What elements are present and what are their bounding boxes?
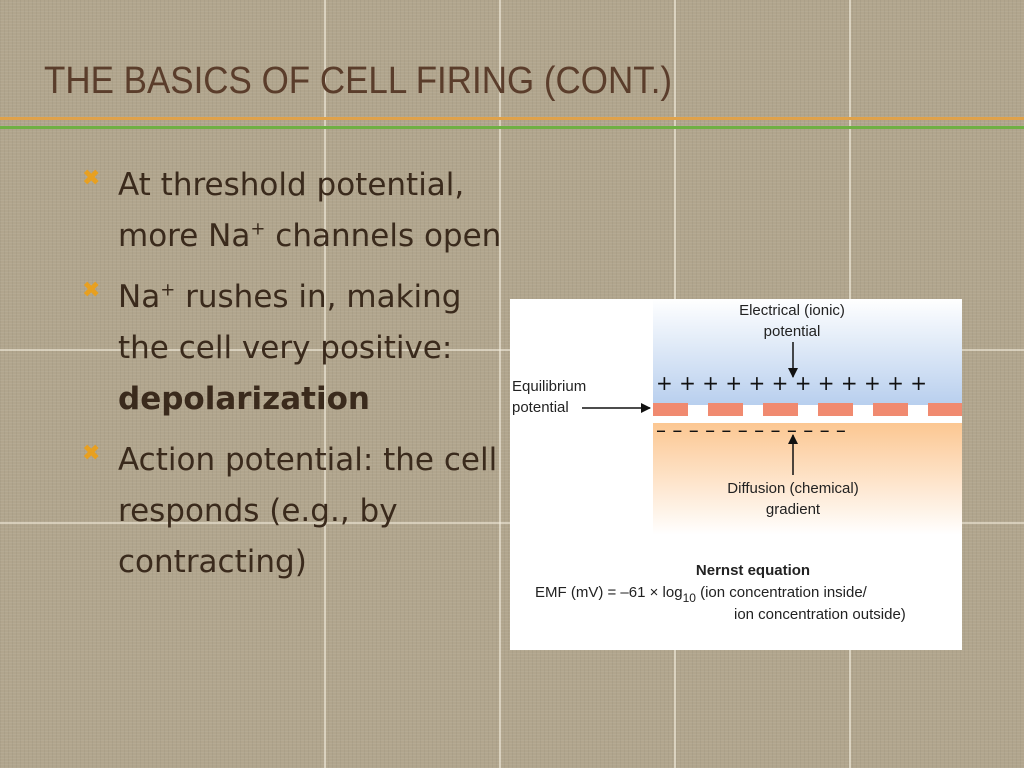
- nernst-diagram: Electrical (ionic) potential + + + + + +…: [510, 299, 962, 650]
- title-rule-green: [0, 126, 1024, 129]
- bullet-item: ✖ At threshold potential, more Na+ chann…: [82, 160, 502, 262]
- bullet-text: At threshold potential, more Na+ channel…: [118, 167, 502, 254]
- intracellular-band: [653, 423, 962, 535]
- diffusion-label-line1: Diffusion (chemical): [727, 480, 858, 497]
- x-bullet-icon: ✖: [82, 166, 101, 191]
- extracellular-band: [653, 299, 962, 405]
- membrane-segment: [928, 403, 962, 416]
- electrical-label-line2: potential: [764, 323, 821, 340]
- diffusion-label-line2: gradient: [766, 501, 821, 518]
- membrane-segment: [653, 403, 688, 416]
- depolarization-term: depolarization: [118, 381, 370, 417]
- bullet-item: ✖ Na+ rushes in, making the cell very po…: [82, 272, 502, 425]
- slide-title: THE BASICS OF CELL FIRING (CONT.): [44, 60, 673, 102]
- bullet-item: ✖ Action potential: the cell responds (e…: [82, 435, 502, 588]
- title-rule-orange: [0, 117, 1024, 120]
- nernst-equation-line2: ion concentration outside): [734, 606, 906, 623]
- membrane-segment: [763, 403, 798, 416]
- equilibrium-label-line1: Equilibrium: [512, 378, 586, 395]
- membrane-segment: [708, 403, 743, 416]
- negative-charges: – – – – – – – – – – – –: [656, 418, 846, 442]
- positive-charges: + + + + + + + + + + + +: [656, 371, 927, 395]
- membrane-segment: [873, 403, 908, 416]
- nernst-title: Nernst equation: [696, 562, 810, 579]
- x-bullet-icon: ✖: [82, 278, 101, 303]
- x-bullet-icon: ✖: [82, 441, 101, 466]
- electrical-label-line1: Electrical (ionic): [739, 302, 845, 319]
- bullet-text: Action potential: the cell responds (e.g…: [118, 442, 498, 580]
- background-grid-line: [499, 0, 501, 768]
- background-grid-line: [324, 0, 326, 768]
- equilibrium-label-line2: potential: [512, 399, 569, 416]
- nernst-equation: EMF (mV) = –61 × log10 (ion concentratio…: [535, 584, 868, 605]
- membrane-segment: [818, 403, 853, 416]
- bullet-list: ✖ At threshold potential, more Na+ chann…: [82, 160, 502, 598]
- nernst-diagram-svg: Electrical (ionic) potential + + + + + +…: [512, 299, 962, 623]
- bullet-text: Na+ rushes in, making the cell very posi…: [118, 279, 462, 417]
